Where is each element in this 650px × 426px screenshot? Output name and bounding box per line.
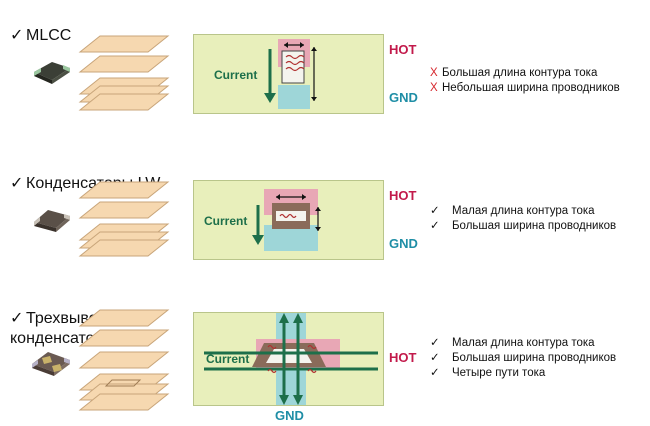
x-mark-icon: X bbox=[430, 82, 438, 94]
bullet-text: Четыре пути тока bbox=[452, 367, 546, 379]
gnd-label: GND bbox=[275, 408, 304, 423]
check-mark: ✓ bbox=[10, 310, 24, 327]
check-icon: ✓ bbox=[430, 337, 440, 349]
bullet-text: Небольшая ширина проводников bbox=[442, 82, 620, 94]
check-icon: ✓ bbox=[430, 367, 440, 379]
check-mark: ✓ bbox=[10, 27, 24, 44]
check-icon: ✓ bbox=[430, 220, 440, 232]
bullet-item: X Большая длина контура тока bbox=[430, 66, 620, 81]
bullet-text: Большая ширина проводников bbox=[452, 220, 617, 232]
pcb-layer-stack-lw bbox=[78, 181, 170, 257]
layout-panel-lw: Current bbox=[193, 180, 384, 260]
bullet-item: ✓ Малая длина контура тока bbox=[430, 336, 616, 351]
section-title-text: MLCC bbox=[26, 27, 72, 44]
bullet-list-mlcc: X Большая длина контура тока X Небольшая ш… bbox=[430, 66, 620, 96]
gnd-label: GND bbox=[389, 236, 418, 251]
bullet-item: X Небольшая ширина проводников bbox=[430, 81, 620, 96]
layout-panel-three-terminal: Current bbox=[193, 312, 384, 406]
bullet-list-lw: ✓ Малая длина контура тока ✓ Большая ширин… bbox=[430, 204, 616, 234]
layout-panel-mlcc: Current bbox=[193, 34, 384, 114]
bullet-item: ✓ Большая ширина проводников bbox=[430, 219, 616, 234]
check-icon: ✓ bbox=[430, 205, 440, 217]
current-label: Current bbox=[214, 68, 257, 82]
mlcc-layout-diagram: Current bbox=[214, 39, 317, 109]
check-icon: ✓ bbox=[430, 352, 440, 364]
bullet-text: Малая длина контура тока bbox=[452, 337, 595, 349]
bullet-item: ✓ Малая длина контура тока bbox=[430, 204, 616, 219]
bullet-list-three-terminal: ✓ Малая длина контура тока ✓ Большая ширин… bbox=[430, 336, 616, 381]
bullet-text: Большая длина контура тока bbox=[442, 67, 598, 79]
bullet-text: Малая длина контура тока bbox=[452, 205, 595, 217]
pcb-layer-stack-three-terminal bbox=[78, 309, 170, 411]
section-title-mlcc: ✓MLCC bbox=[10, 6, 71, 46]
hot-label: HOT bbox=[389, 350, 417, 365]
pcb-layer-stack-mlcc bbox=[78, 35, 170, 111]
hot-label: HOT bbox=[389, 42, 417, 57]
three-terminal-layout-diagram: Current bbox=[204, 313, 378, 405]
gnd-label: GND bbox=[389, 90, 418, 105]
bullet-item: ✓ Четыре пути тока bbox=[430, 366, 616, 381]
current-label: Current bbox=[204, 214, 247, 228]
lw-layout-diagram: Current bbox=[204, 189, 321, 251]
hot-label: HOT bbox=[389, 188, 417, 203]
lw-chip-icon bbox=[34, 210, 70, 232]
x-mark-icon: X bbox=[430, 67, 438, 79]
check-mark: ✓ bbox=[10, 175, 24, 192]
mlcc-chip-icon bbox=[34, 62, 70, 84]
bullet-item: ✓ Большая ширина проводников bbox=[430, 351, 616, 366]
three-terminal-chip-icon bbox=[32, 352, 70, 376]
current-label: Current bbox=[206, 352, 249, 366]
bullet-text: Большая ширина проводников bbox=[452, 352, 617, 364]
